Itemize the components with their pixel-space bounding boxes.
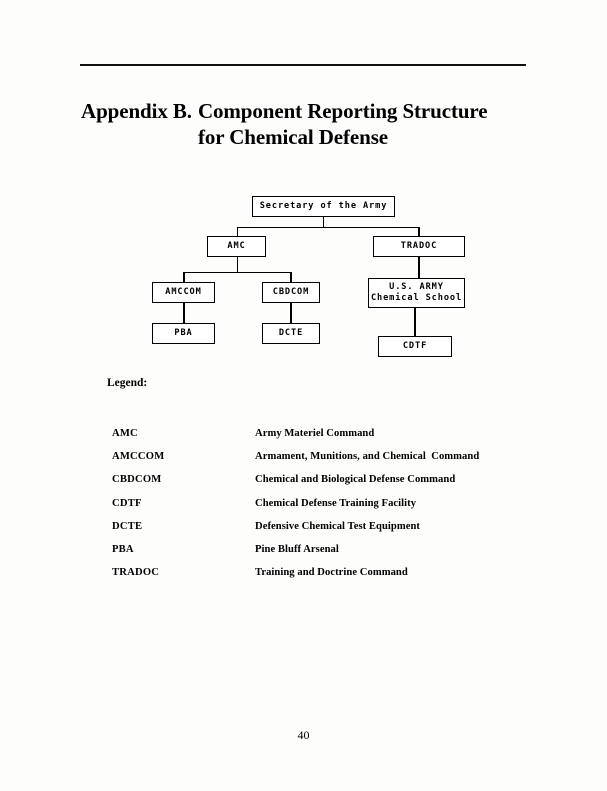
legend-term: TRADOC [112,567,160,579]
legend-term: DCTE [112,520,143,532]
connector-amccom-pba [183,303,185,323]
legend-definition: Chemical Defense Training Facility [255,497,417,509]
connector-cbdcom-up [290,271,292,283]
legend-term: CBDCOM [112,474,162,486]
legend-term: AMC [112,428,138,439]
connector-amc-down [236,257,239,272]
legend-definition: Chemical and Biological Defense Command [255,474,456,486]
legend-row: TRADOC Training and Doctrine Command [112,567,532,590]
connector-tradoc-school [418,257,420,278]
legend-row: DCTE Defensive Chemical Test Equipment [112,521,532,544]
connector-school-cdtf [414,308,416,336]
node-cbdcom[interactable]: CBDCOM [262,282,320,303]
appendix-label: Appendix B. [81,99,192,123]
node-tradoc[interactable]: TRADOC [373,236,465,257]
connector-level1-span [236,226,419,229]
legend-row: CBDCOM Chemical and Biological Defense C… [112,474,532,497]
legend-row: CDTF Chemical Defense Training Facility [112,498,532,521]
legend-row: PBA Pine Bluff Arsenal [112,544,532,567]
connector-amccom-up [183,271,185,283]
page-title: Appendix B.Component Reporting Structure… [81,98,551,150]
page-number: 40 [297,728,310,742]
node-us-army-chemical-school[interactable]: U.S. ARMY Chemical School [368,278,465,308]
legend-row: AMC Army Materiel Command [112,428,532,451]
connector-secarmy-down [322,217,325,227]
connector-tradoc-up [418,226,420,237]
legend-definition: Army Materiel Command [255,428,375,439]
legend-term: AMCCOM [112,451,165,463]
legend-term: CDTF [112,497,142,509]
node-amccom[interactable]: AMCCOM [152,282,215,303]
legend-definition: Training and Doctrine Command [255,567,408,579]
connector-level2-span [183,271,291,274]
legend-definition: Defensive Chemical Test Equipment [255,520,420,532]
legend-definition: Armament, Munitions, and Chemical Comman… [255,451,480,463]
appendix-title-text: Component Reporting Structure for Chemic… [197,99,488,149]
node-secretary-of-the-army[interactable]: Secretary of the Army [252,196,395,217]
header-rule [80,64,526,66]
legend-heading: Legend: [107,377,148,389]
connector-cbdcom-dcte [290,303,292,323]
legend-list: AMC Army Materiel Command AMCCOM Armamen… [112,428,532,590]
connector-amc-up [236,226,239,237]
legend-term: PBA [112,543,134,555]
node-dcte[interactable]: DCTE [262,323,320,344]
node-pba[interactable]: PBA [152,323,215,344]
node-cdtf[interactable]: CDTF [378,336,452,357]
node-amc[interactable]: AMC [207,236,266,257]
legend-row: AMCCOM Armament, Munitions, and Chemical… [112,451,532,474]
legend-definition: Pine Bluff Arsenal [255,543,339,555]
